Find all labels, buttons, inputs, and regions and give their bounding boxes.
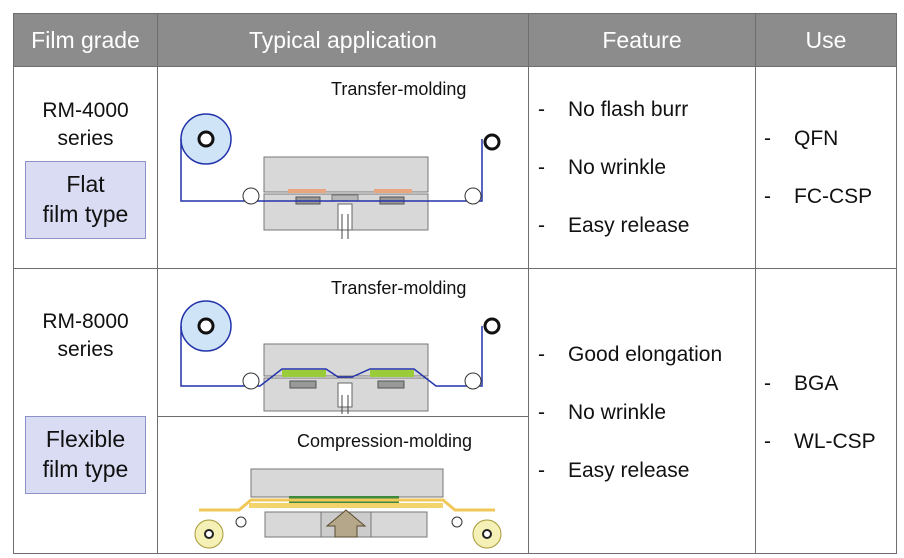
column-divider — [157, 14, 158, 553]
film-type-badge: Flat film type — [25, 160, 146, 239]
use-list: -QFN -FC-CSP — [764, 125, 872, 211]
grade-name: RM-8000 series — [42, 308, 128, 364]
film-type-line2: film type — [42, 456, 129, 482]
header-film-grade: Film grade — [14, 14, 157, 66]
feature-list: -No flash burr -No wrinkle -Easy release — [538, 96, 689, 240]
header-typical-application: Typical application — [158, 14, 528, 66]
application-caption: Compression-molding — [297, 431, 473, 451]
lower-mold — [264, 511, 322, 538]
column-divider — [528, 14, 529, 553]
header-feature: Feature — [529, 14, 755, 66]
use-item: -QFN — [764, 127, 839, 150]
feature-item: -Easy release — [538, 459, 690, 482]
release-film — [199, 498, 495, 512]
transfer-molding-diagram — [180, 300, 501, 414]
feature-item: -Good elongation — [538, 343, 723, 366]
feature-item: -No flash burr — [538, 98, 689, 121]
feature-item: -No wrinkle — [538, 401, 667, 424]
use-list: -BGA -WL-CSP — [764, 370, 876, 456]
grade-name-line1: RM-8000 — [42, 310, 129, 333]
upper-mold — [250, 468, 444, 498]
feature-item: -Easy release — [538, 214, 690, 237]
take-up-roll — [483, 317, 501, 335]
press-arrow — [325, 509, 367, 538]
use-item: -BGA — [764, 372, 839, 395]
grade-name-line2: series — [57, 338, 114, 361]
take-up-roll — [483, 133, 501, 151]
grade-name-line1: RM-4000 — [42, 98, 129, 122]
feature-item: -No wrinkle — [538, 156, 667, 179]
grade-name-line2: series — [57, 126, 114, 150]
application-caption: Transfer-molding — [331, 278, 467, 298]
film-type-line1: Flexible — [45, 426, 126, 452]
release-film — [180, 139, 483, 202]
use-item: -WL-CSP — [764, 430, 876, 453]
header-divider — [14, 66, 896, 67]
film-type-line2: film type — [42, 200, 129, 227]
upper-mold — [263, 156, 429, 193]
grade-name: RM-4000 series — [42, 97, 128, 153]
row-divider — [14, 268, 896, 269]
film-type-line1: Flat — [66, 170, 105, 197]
use-item: -FC-CSP — [764, 185, 873, 208]
row1-grade-cell: RM-4000 series Flat film type — [14, 67, 157, 268]
header-use: Use — [756, 14, 896, 66]
compression-molding-diagram — [194, 468, 502, 549]
film-type-badge: Flexible film type — [25, 416, 146, 494]
film-grade-table: Film grade Typical application Feature U… — [13, 13, 897, 554]
transfer-molding-diagram — [180, 113, 501, 239]
feature-list: -Good elongation -No wrinkle -Easy relea… — [538, 341, 722, 485]
column-divider — [755, 14, 756, 553]
row2-grade-cell: RM-8000 series Flexible film type — [14, 269, 157, 553]
application-divider — [158, 416, 528, 417]
application-caption: Transfer-molding — [331, 79, 467, 99]
